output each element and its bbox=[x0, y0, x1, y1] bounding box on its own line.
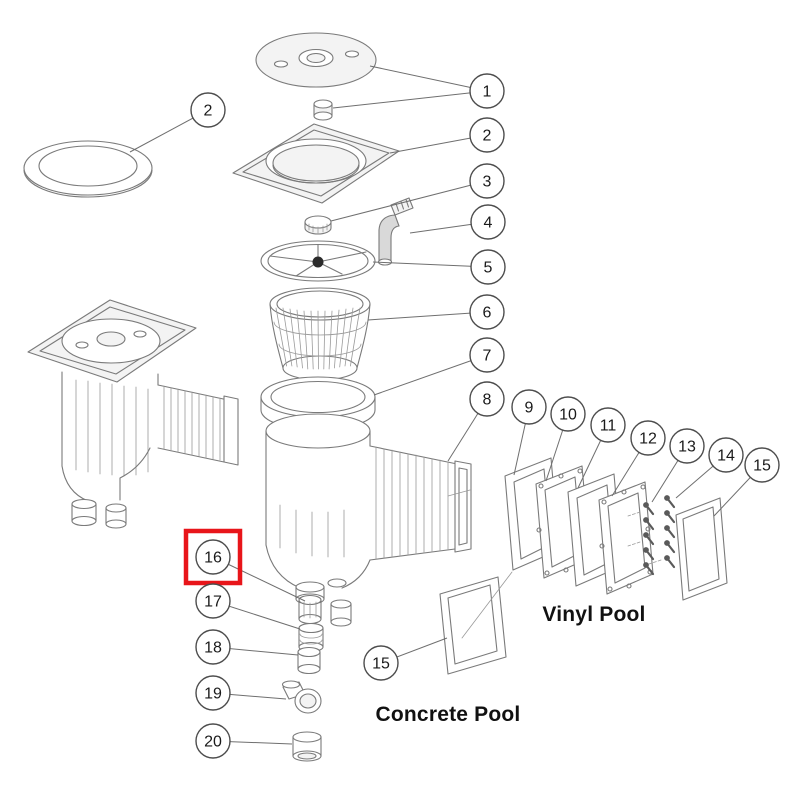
callout-circle[interactable] bbox=[363, 645, 399, 681]
sleeve-fitting-art bbox=[292, 731, 322, 762]
assembled-skimmer-art bbox=[27, 299, 239, 529]
elbow-union-art bbox=[281, 680, 322, 714]
callout-circle[interactable] bbox=[469, 73, 505, 109]
callout-number: 14 bbox=[717, 448, 735, 465]
callout-circle[interactable] bbox=[469, 337, 505, 373]
leader-line-6 bbox=[367, 311, 488, 321]
callout-20[interactable]: 20 bbox=[195, 723, 231, 759]
concrete-pool-label: Concrete Pool bbox=[375, 703, 521, 726]
leader-line-1 bbox=[369, 65, 488, 92]
callout-circle[interactable] bbox=[195, 583, 231, 619]
concrete-frame-art bbox=[439, 576, 507, 675]
callout-number: 7 bbox=[483, 348, 492, 365]
callout-14[interactable]: 14 bbox=[708, 437, 744, 473]
elbow-fitting-art bbox=[377, 197, 414, 266]
callout-circle[interactable] bbox=[630, 420, 666, 456]
leader-line-5 bbox=[372, 261, 489, 268]
callout-circle[interactable] bbox=[511, 389, 547, 425]
callout-8[interactable]: 8 bbox=[469, 381, 505, 417]
callout-circle[interactable] bbox=[195, 539, 231, 575]
faceplate-art bbox=[598, 481, 654, 595]
callout-circle[interactable] bbox=[469, 163, 505, 199]
callout-7[interactable]: 7 bbox=[469, 337, 505, 373]
callout-5[interactable]: 5 bbox=[470, 249, 506, 285]
callout-number: 8 bbox=[483, 392, 492, 409]
callout-number: 19 bbox=[204, 686, 222, 703]
callout-10[interactable]: 10 bbox=[550, 396, 586, 432]
leader-line-3 bbox=[330, 180, 488, 222]
callout-15[interactable]: 15 bbox=[363, 645, 399, 681]
callout-number: 13 bbox=[678, 439, 696, 456]
vinyl-pool-label: Vinyl Pool bbox=[542, 603, 646, 626]
callout-circle[interactable] bbox=[190, 92, 226, 128]
callout-circle[interactable] bbox=[470, 204, 506, 240]
exploded-parts-art bbox=[23, 32, 728, 762]
callout-circle[interactable] bbox=[469, 117, 505, 153]
callout-number: 6 bbox=[483, 305, 492, 322]
deck-collar-art bbox=[232, 123, 400, 204]
leader-line-7 bbox=[373, 354, 488, 396]
plug-fitting-art bbox=[297, 646, 321, 675]
callout-4[interactable]: 4 bbox=[470, 204, 506, 240]
callout-1[interactable]: 1 bbox=[469, 73, 505, 109]
callout-number: 2 bbox=[204, 103, 213, 120]
callout-circle[interactable] bbox=[195, 723, 231, 759]
callout-19[interactable]: 19 bbox=[195, 675, 231, 711]
skimmer-body-art bbox=[265, 413, 472, 605]
callout-number: 18 bbox=[204, 640, 222, 657]
callout-number: 1 bbox=[483, 84, 492, 101]
callout-number: 3 bbox=[483, 174, 492, 191]
callout-number: 20 bbox=[204, 734, 222, 751]
callout-circle[interactable] bbox=[469, 381, 505, 417]
callout-2[interactable]: 2 bbox=[190, 92, 226, 128]
callout-15[interactable]: 15 bbox=[744, 447, 780, 483]
callout-12[interactable]: 12 bbox=[630, 420, 666, 456]
callout-circle[interactable] bbox=[195, 629, 231, 665]
callout-17[interactable]: 17 bbox=[195, 583, 231, 619]
callout-18[interactable]: 18 bbox=[195, 629, 231, 665]
callout-9[interactable]: 9 bbox=[511, 389, 547, 425]
callout-circle[interactable] bbox=[550, 396, 586, 432]
callout-number: 2 bbox=[483, 128, 492, 145]
callout-circle[interactable] bbox=[469, 294, 505, 330]
callout-circle[interactable] bbox=[470, 249, 506, 285]
callout-circle[interactable] bbox=[195, 675, 231, 711]
lid-plug-art bbox=[313, 99, 333, 121]
vinyl-frame-art bbox=[675, 497, 728, 601]
callout-13[interactable]: 13 bbox=[669, 428, 705, 464]
callout-number: 15 bbox=[753, 458, 771, 475]
callout-number: 9 bbox=[525, 400, 534, 417]
callout-circle[interactable] bbox=[590, 407, 626, 443]
callout-circle[interactable] bbox=[744, 447, 780, 483]
callout-number: 12 bbox=[639, 431, 657, 448]
basket-art bbox=[269, 287, 371, 381]
callout-number: 17 bbox=[204, 594, 222, 611]
callout-number: 10 bbox=[559, 407, 577, 424]
callout-2[interactable]: 2 bbox=[469, 117, 505, 153]
callout-16[interactable]: 16 bbox=[183, 528, 243, 586]
callout-number: 5 bbox=[484, 260, 493, 277]
callout-number: 16 bbox=[204, 550, 222, 567]
assembly-lines-art bbox=[447, 489, 513, 639]
callout-circle[interactable] bbox=[669, 428, 705, 464]
callout-3[interactable]: 3 bbox=[469, 163, 505, 199]
lid-cover-art bbox=[255, 32, 377, 88]
fitting-pair-art bbox=[298, 594, 352, 627]
leader-line-1 bbox=[332, 90, 488, 109]
callout-number: 11 bbox=[600, 418, 617, 435]
drain-plug-art bbox=[304, 215, 332, 235]
highlight-box bbox=[183, 528, 243, 586]
callout-number: 15 bbox=[372, 656, 390, 673]
callout-number: 4 bbox=[484, 215, 493, 232]
extension-collar-art bbox=[260, 376, 376, 431]
callout-circle[interactable] bbox=[708, 437, 744, 473]
ring-gasket-art bbox=[23, 140, 153, 198]
screws-art bbox=[627, 495, 676, 576]
callout-11[interactable]: 11 bbox=[590, 407, 626, 443]
vacuum-plate-art bbox=[260, 240, 376, 282]
callout-6[interactable]: 6 bbox=[469, 294, 505, 330]
